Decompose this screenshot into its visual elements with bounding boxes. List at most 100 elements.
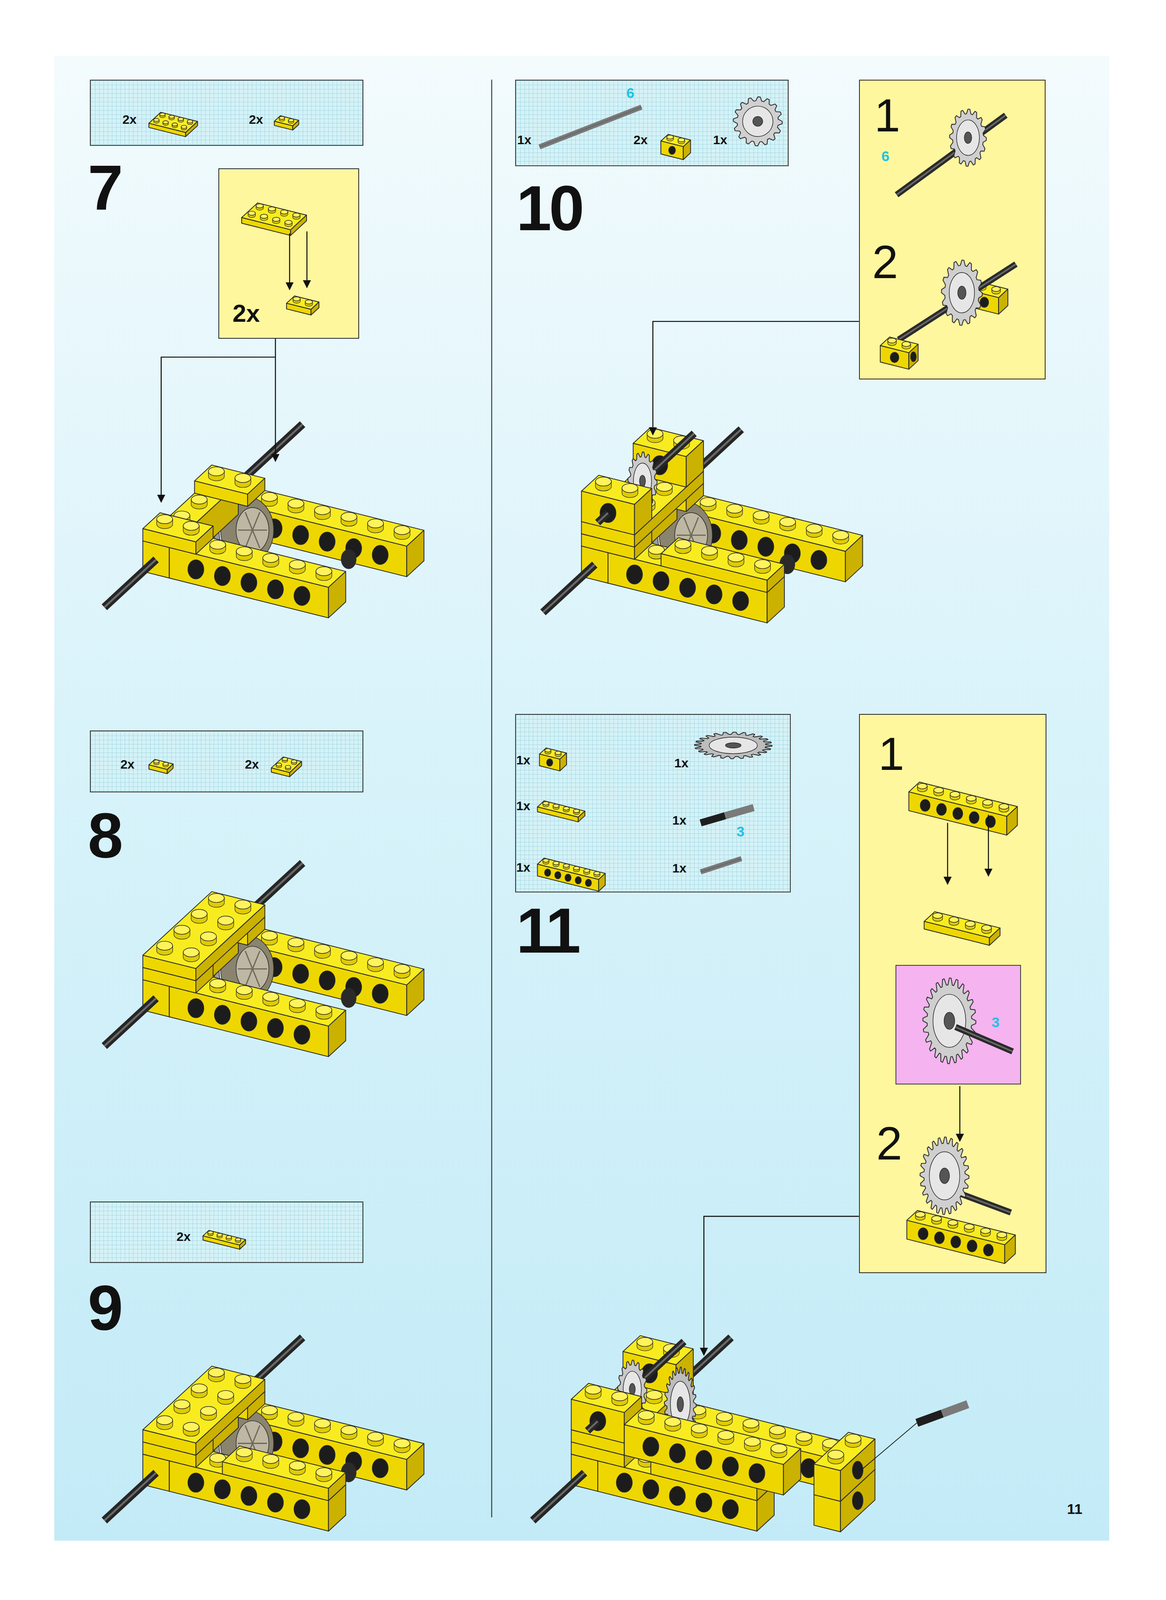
stud-top xyxy=(181,125,187,129)
stud-top xyxy=(236,1447,253,1457)
stud-top xyxy=(716,1412,733,1422)
beam-hole xyxy=(669,1443,686,1463)
gear-hub xyxy=(944,1012,955,1030)
stud-top xyxy=(542,859,549,863)
differential-spoke xyxy=(252,530,260,548)
beam-hole xyxy=(669,1486,686,1506)
stud-top xyxy=(949,791,960,798)
quantity-label: 2x xyxy=(120,758,135,771)
parts-list-box: 1x1x1x1x1x31x xyxy=(515,714,791,893)
differential-spoke xyxy=(245,512,253,530)
stud-top xyxy=(209,979,226,988)
differential-spoke xyxy=(237,1442,253,1445)
brick-end xyxy=(290,214,307,236)
pin xyxy=(916,1413,943,1423)
beam-hole xyxy=(546,758,553,767)
part-illustration xyxy=(516,714,792,894)
brick-end xyxy=(328,1010,346,1058)
axle xyxy=(898,264,1016,340)
beam-hole xyxy=(652,571,670,591)
stud-top xyxy=(268,206,276,212)
pin xyxy=(700,815,726,823)
parts-list-box: 1x62x1x xyxy=(515,79,789,167)
stud-top xyxy=(315,1005,332,1015)
beam-hole xyxy=(910,351,916,362)
differential-spoke xyxy=(683,517,692,536)
differential-spoke xyxy=(676,534,692,536)
stud-top xyxy=(183,521,200,531)
stud-top xyxy=(234,1374,252,1384)
brick-end xyxy=(289,761,302,777)
beam-hole xyxy=(293,586,310,606)
stud-top xyxy=(287,937,305,947)
quantity-label: 1x xyxy=(516,753,530,767)
axle xyxy=(543,564,595,613)
substep-number: 1 xyxy=(874,92,901,139)
stud-top xyxy=(209,540,226,550)
stud-top xyxy=(544,748,551,753)
step-number: 8 xyxy=(87,803,121,868)
beam-hole xyxy=(214,566,231,586)
stud-top xyxy=(753,510,770,520)
stud-top xyxy=(932,912,943,919)
stud-top xyxy=(289,1461,306,1471)
stud-top xyxy=(261,1405,278,1415)
stud-top xyxy=(393,964,411,974)
axle xyxy=(597,513,609,523)
stud-top xyxy=(770,1444,787,1454)
gear-hub xyxy=(753,116,763,126)
stud-top xyxy=(965,921,976,927)
differential-spoke xyxy=(252,529,267,531)
brick-side xyxy=(624,1424,784,1496)
stud-top xyxy=(280,209,288,215)
beam-hole xyxy=(292,1438,309,1458)
beam-hole xyxy=(292,525,309,545)
stud-top xyxy=(795,1432,812,1442)
stud-top xyxy=(305,299,313,305)
brick-side xyxy=(608,552,768,624)
beam-hole xyxy=(319,1445,336,1465)
stud-top xyxy=(555,751,561,755)
differential-spoke xyxy=(237,968,253,970)
brick-side xyxy=(169,547,329,619)
part-illustration xyxy=(896,965,1022,1086)
beam-hole xyxy=(187,1473,204,1493)
stud-top xyxy=(980,1228,991,1234)
beam-hole xyxy=(979,297,989,308)
sub-assembly-callout: 2x xyxy=(218,168,360,339)
beam-hole xyxy=(372,984,389,1004)
gear-web xyxy=(709,737,758,754)
differential-spoke xyxy=(245,1425,253,1444)
part-illustration xyxy=(516,80,790,168)
stud-top xyxy=(964,1224,974,1230)
beam-hole xyxy=(722,1457,739,1477)
quantity-label: 2x xyxy=(244,758,259,771)
differential-spoke xyxy=(245,530,253,548)
length-number: 6 xyxy=(881,148,890,164)
brick-side xyxy=(908,792,1007,836)
brick-end xyxy=(406,530,424,578)
stud-top xyxy=(236,985,253,995)
stud-top xyxy=(542,801,549,806)
differential-spoke xyxy=(691,534,706,536)
beam-hole xyxy=(936,803,947,816)
beam-hole xyxy=(214,1479,231,1499)
quantity-label: 2x xyxy=(122,113,137,126)
stud-top xyxy=(315,1467,332,1477)
beam-hole xyxy=(852,1491,863,1510)
beam-hole xyxy=(616,1473,633,1493)
stud-top xyxy=(981,925,992,931)
stud-top xyxy=(292,212,300,218)
stud-top xyxy=(717,1430,734,1440)
stud-top xyxy=(314,944,331,954)
quantity-label: 1x xyxy=(516,861,530,874)
differential-spoke xyxy=(252,951,260,969)
stud-top xyxy=(171,122,178,126)
stud-top xyxy=(191,495,208,505)
pin xyxy=(942,1404,968,1414)
beam-hole xyxy=(372,545,389,565)
stud-top xyxy=(183,1422,200,1432)
sub-assembly-callout: 162 xyxy=(859,79,1046,380)
axle xyxy=(587,1421,598,1431)
stud-top xyxy=(915,1211,926,1218)
